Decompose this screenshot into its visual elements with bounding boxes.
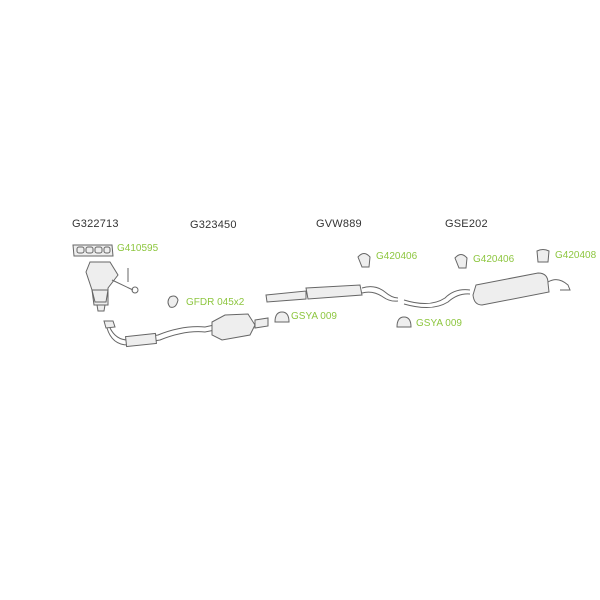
manifold-gasket-drawing[interactable] bbox=[72, 244, 114, 257]
assembly-label[interactable]: GVW889 bbox=[316, 218, 362, 230]
gsya-clamp-drawing[interactable] bbox=[396, 316, 412, 328]
hanger-drawing[interactable] bbox=[357, 253, 371, 268]
rear-muffler-drawing[interactable] bbox=[403, 272, 571, 308]
part-label[interactable]: GFDR 045x2 bbox=[186, 297, 245, 308]
hanger-drawing[interactable] bbox=[536, 249, 550, 263]
part-label[interactable]: G420408 bbox=[555, 250, 597, 261]
assembly-label[interactable]: GSE202 bbox=[445, 218, 488, 230]
gsya-clamp-drawing[interactable] bbox=[274, 311, 290, 323]
part-label[interactable]: G420406 bbox=[473, 254, 515, 265]
gfdr-ring-drawing[interactable] bbox=[167, 295, 179, 308]
part-label[interactable]: G410595 bbox=[117, 243, 159, 254]
part-label[interactable]: GSYA 009 bbox=[416, 318, 462, 329]
assembly-label[interactable]: G323450 bbox=[190, 219, 237, 231]
assembly-label[interactable]: G322713 bbox=[72, 218, 119, 230]
part-label[interactable]: GSYA 009 bbox=[291, 311, 337, 322]
front-pipe-catalyst-drawing[interactable] bbox=[103, 313, 269, 348]
part-label[interactable]: G420406 bbox=[376, 251, 418, 262]
hanger-drawing[interactable] bbox=[454, 254, 468, 269]
middle-muffler-drawing[interactable] bbox=[265, 284, 399, 303]
manifold-catalyst-drawing[interactable] bbox=[85, 261, 139, 312]
